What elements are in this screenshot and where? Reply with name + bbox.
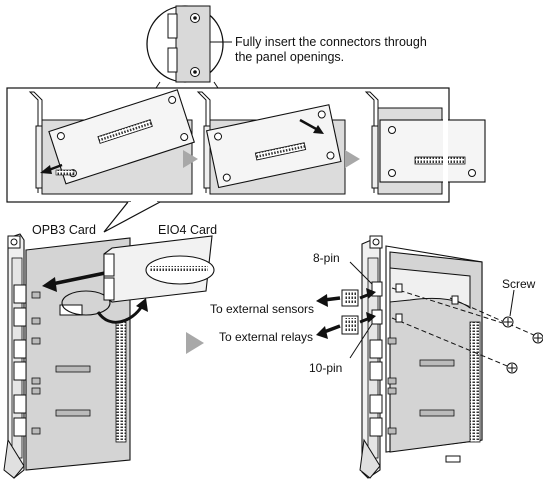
eio4-label: EIO4 Card — [158, 223, 217, 237]
step-arrow-2 — [345, 150, 360, 168]
port-8pin — [371, 281, 383, 297]
opb3-edge-connector — [115, 321, 127, 443]
label-sensors: To external sensors — [210, 302, 314, 316]
bubble-tail — [103, 201, 161, 233]
step-2 — [196, 91, 346, 195]
step-arrow-1 — [183, 150, 198, 168]
final-assembly — [316, 235, 543, 479]
step-1 — [28, 89, 195, 195]
label-relays: To external relays — [219, 330, 313, 344]
zoom-callout — [146, 5, 232, 89]
label-8pin: 8-pin — [313, 251, 340, 265]
step1-eio4-card — [48, 89, 195, 185]
remove-arrow — [51, 270, 111, 286]
screw-leader — [509, 289, 515, 317]
step3-eio4-card — [379, 119, 486, 183]
label-10pin: 10-pin — [309, 361, 342, 375]
zoom-connector-top — [167, 13, 178, 39]
eio4-card-lower — [103, 235, 215, 303]
opb3-label: OPB3 Card — [32, 223, 96, 237]
label-screw: Screw — [502, 277, 536, 291]
step-3 — [364, 91, 486, 195]
steps-box — [6, 87, 486, 203]
callout-text-line2: the panel openings. — [235, 50, 344, 64]
section-arrow — [186, 332, 204, 354]
zoom-connector-bottom — [167, 47, 178, 73]
callout-text-line1: Fully insert the connectors through — [235, 35, 427, 49]
screw-icon — [502, 316, 543, 374]
